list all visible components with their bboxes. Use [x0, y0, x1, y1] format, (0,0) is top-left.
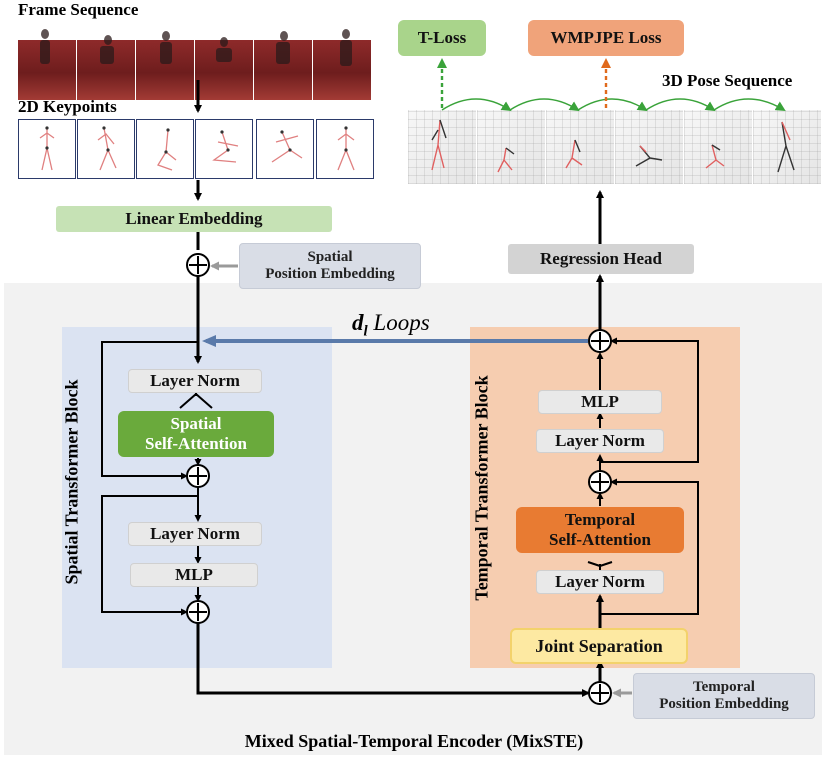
loops-text: Loops [373, 310, 430, 335]
spatial-position-line2: Position Embedding [265, 266, 395, 282]
loops-label: dl Loops [352, 310, 430, 341]
keypoint-frame [256, 119, 314, 179]
wmpjpe-loss-box: WMPJPE Loss [528, 20, 684, 56]
pose-3d-plot [477, 110, 545, 184]
loops-symbol: d [352, 310, 364, 335]
loops-subscript: l [363, 323, 368, 340]
encoder-title: Mixed Spatial-Temporal Encoder (MixSTE) [244, 731, 584, 751]
temporal-attention-box: Temporal Self-Attention [516, 507, 684, 553]
temporal-mlp: MLP [538, 390, 662, 414]
temporal-block-background [470, 327, 740, 668]
linear-embedding-box: Linear Embedding [56, 206, 332, 232]
spatial-attention-line2: Self-Attention [145, 434, 247, 453]
pose-3d-plot [546, 110, 614, 184]
spatial-attention-box: Spatial Self-Attention [118, 411, 274, 457]
keypoint-dots [45, 126, 348, 154]
regression-head-box: Regression Head [508, 244, 694, 274]
spatial-layer-norm-2: Layer Norm [128, 522, 262, 546]
spatial-layer-norm-1: Layer Norm [128, 369, 262, 393]
spatial-position-embedding-box: Spatial Position Embedding [239, 243, 421, 289]
frame-sequence-title: Frame Sequence [18, 0, 139, 19]
keypoint-skeletons [39, 127, 355, 171]
temporal-layer-norm-bottom: Layer Norm [536, 570, 664, 594]
keypoint-frame [195, 119, 253, 179]
spatial-mlp: MLP [130, 563, 258, 587]
spatial-position-line1: Spatial [307, 248, 353, 265]
pose-3d-plot [684, 110, 752, 184]
temporal-layer-norm-top: Layer Norm [536, 429, 664, 453]
frame-strip [18, 20, 372, 100]
keypoints-title: 2D Keypoints [18, 97, 117, 116]
temporal-position-line2: Position Embedding [659, 696, 789, 712]
temporal-position-embedding-box: Temporal Position Embedding [633, 673, 815, 719]
t-loss-box: T-Loss [398, 20, 486, 56]
keypoint-frame [136, 119, 194, 179]
pose-3d-skeletons [431, 119, 795, 173]
temporal-attention-line1: Temporal [564, 510, 636, 530]
temporal-attention-line2: Self-Attention [549, 530, 651, 549]
spatial-block-title: Spatial Transformer Block [61, 379, 82, 585]
pose-3d-plot [408, 110, 476, 184]
pose-sequence-title: 3D Pose Sequence [662, 71, 793, 90]
temporal-arcs [441, 98, 786, 112]
spatial-attention-line1: Spatial [170, 414, 222, 434]
keypoint-frame [77, 119, 135, 179]
temporal-block-title: Temporal Transformer Block [471, 375, 492, 601]
joint-separation-box: Joint Separation [510, 628, 688, 664]
person-figures [40, 29, 352, 66]
temporal-position-line1: Temporal [693, 678, 755, 695]
pose-3d-plot [615, 110, 683, 184]
